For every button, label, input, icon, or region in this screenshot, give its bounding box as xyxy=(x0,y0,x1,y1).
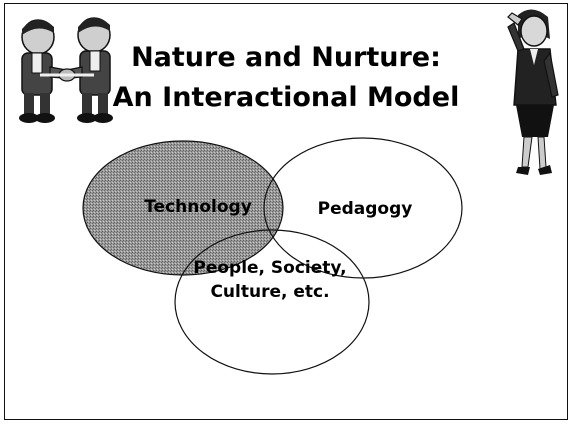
venn-circle-technology xyxy=(82,140,284,276)
title-line-1: Nature and Nurture: xyxy=(131,42,441,73)
label-people-society-culture: People, Society, Culture, etc. xyxy=(193,258,347,302)
title-line-2: An Interactional Model xyxy=(112,82,460,113)
man-right-icon xyxy=(61,17,113,123)
handshake-clipart-icon xyxy=(19,17,113,123)
label-technology: Technology xyxy=(144,197,252,217)
label-pedagogy: Pedagogy xyxy=(317,199,413,219)
venn-circle-people xyxy=(174,229,370,375)
businesswoman-clipart-icon xyxy=(507,9,559,175)
slide-title: Nature and Nurture: An Interactional Mod… xyxy=(110,38,462,118)
slide-frame xyxy=(4,3,568,420)
